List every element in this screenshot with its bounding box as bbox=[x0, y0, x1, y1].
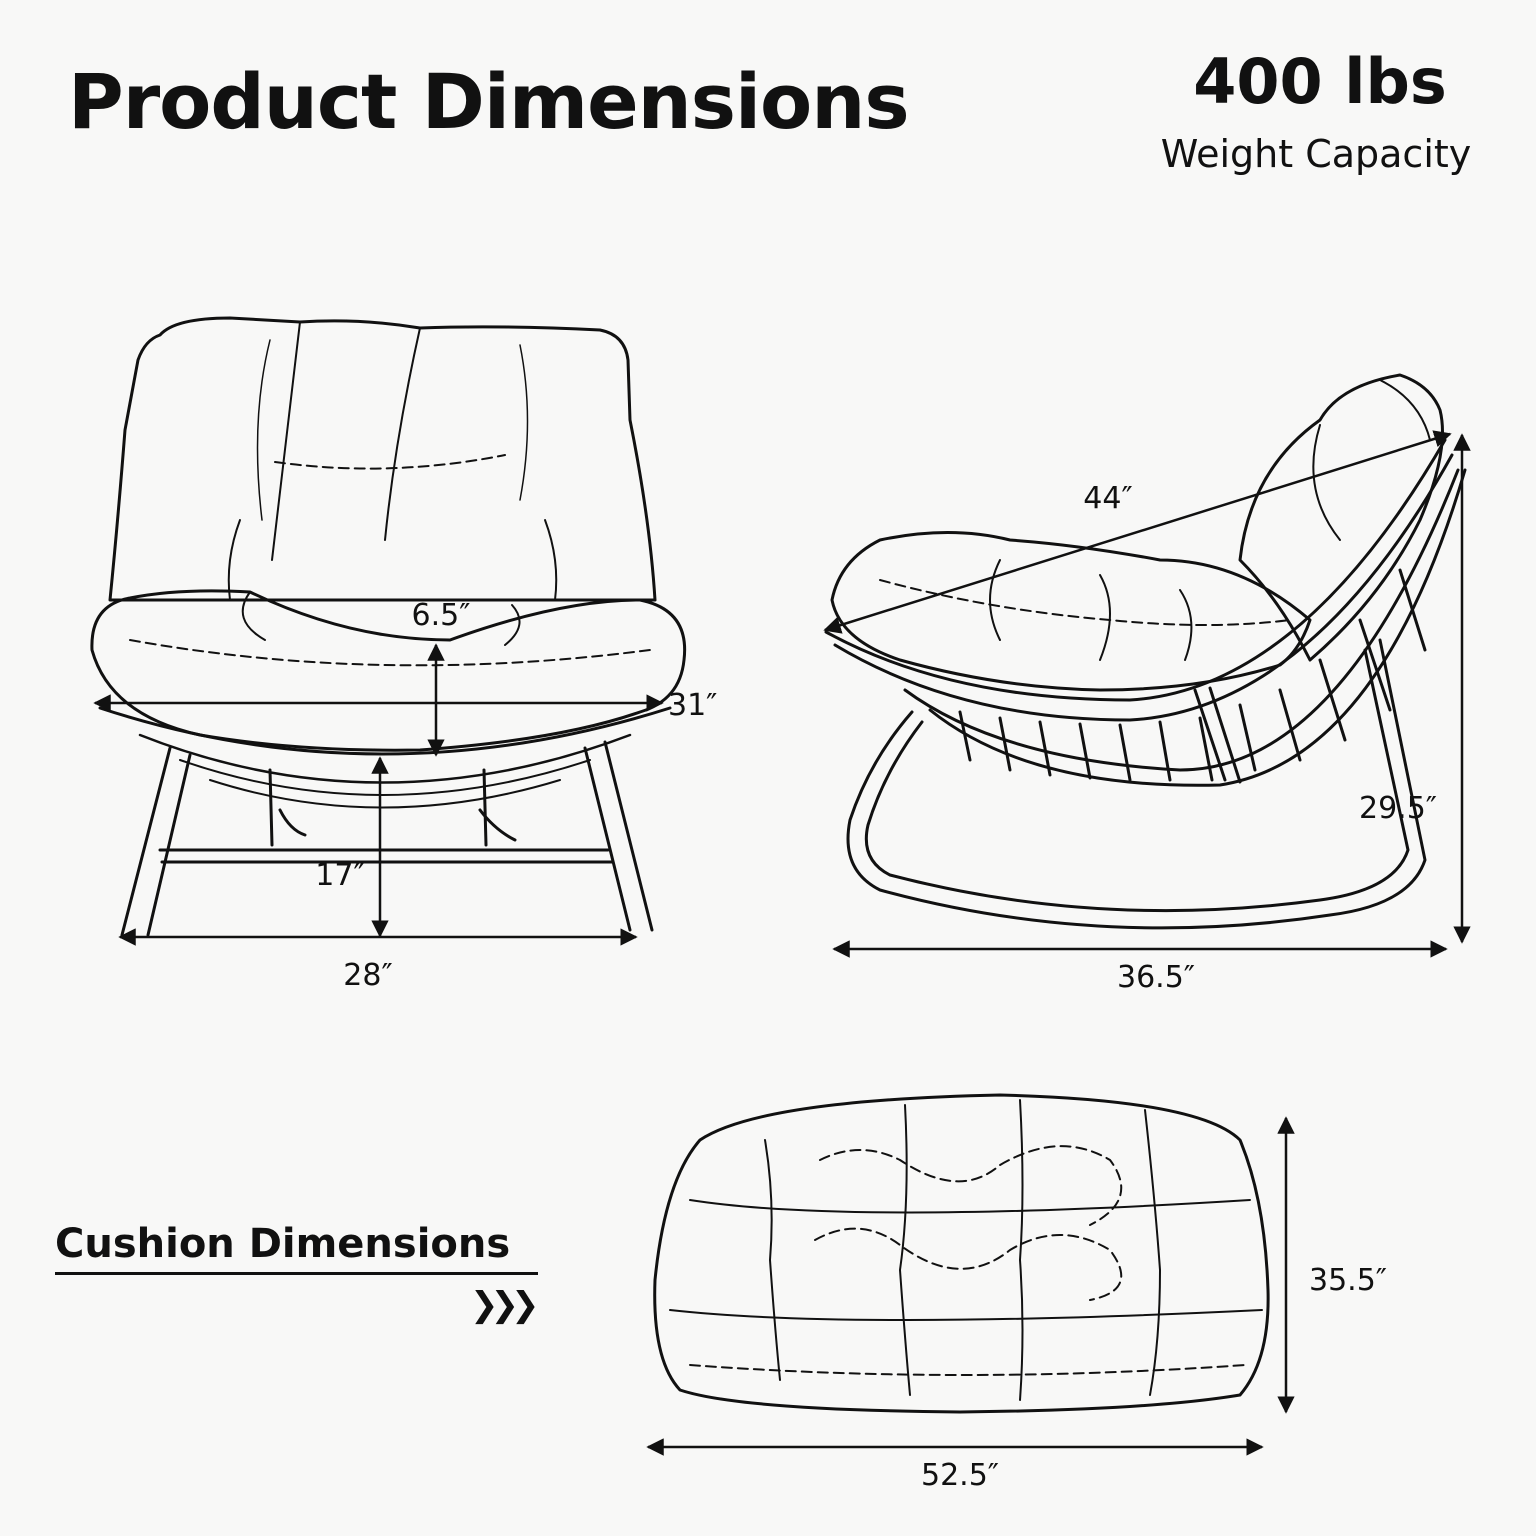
front-width-base-label: 28″ bbox=[343, 958, 392, 993]
side-diagonal-label: 44″ bbox=[1083, 481, 1132, 516]
cushion-dimensions-heading: Cushion Dimensions bbox=[55, 1221, 511, 1267]
side-length-label: 36.5″ bbox=[1117, 960, 1195, 995]
side-view-dimension-lines bbox=[823, 430, 1471, 958]
page-title: Product Dimensions bbox=[68, 57, 910, 146]
weight-capacity-value: 400 lbs bbox=[1193, 45, 1447, 118]
triple-chevron-right-icon: ❯❯❯ bbox=[470, 1285, 540, 1325]
cushion-height-label: 35.5″ bbox=[1309, 1263, 1387, 1298]
side-height-label: 29.5″ bbox=[1359, 791, 1437, 826]
cushion-dimension-lines bbox=[646, 1116, 1295, 1456]
front-view-dimension-lines bbox=[93, 643, 664, 946]
front-seat-height-label: 17″ bbox=[315, 858, 364, 893]
side-view-chair bbox=[824, 373, 1467, 930]
front-width-top-label: 31″ bbox=[668, 688, 717, 723]
front-view-chair bbox=[90, 316, 687, 937]
front-seat-depth-label: 6.5″ bbox=[412, 598, 471, 633]
cushion-illustration bbox=[653, 1093, 1270, 1414]
cushion-heading-underline bbox=[55, 1272, 538, 1275]
weight-capacity-label: Weight Capacity bbox=[1160, 132, 1472, 176]
cushion-width-label: 52.5″ bbox=[921, 1458, 999, 1493]
side-diagonal-line bbox=[823, 430, 1452, 634]
